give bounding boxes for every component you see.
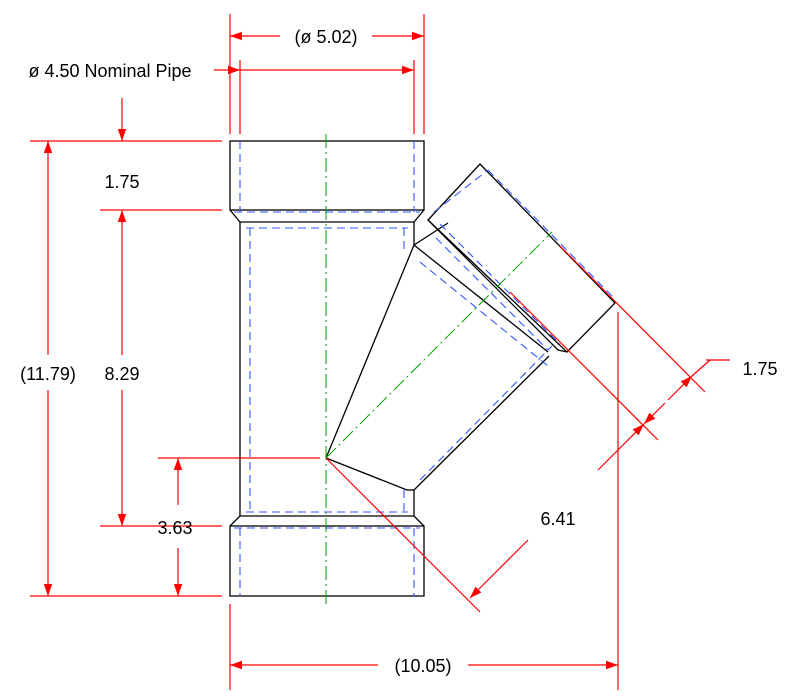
branch-offset-label: 3.63 [157,518,192,538]
total-height-label: (11.79) [20,364,76,384]
total-width-label: (10.05) [394,656,451,676]
branch-socket [427,163,616,353]
branch-lower-wall [413,355,550,491]
top-chamfer [229,209,425,223]
outer-diameter-label: (ø 5.02) [294,27,357,47]
branch-length-dim-upper [597,423,645,471]
dimension-labels: (ø 5.02) ø 4.50 Nominal Pipe 1.75 (11.79… [20,27,777,676]
branch-socket-label: 1.75 [742,359,777,379]
bottom-socket [229,525,425,597]
branch-socket-dim-b [667,375,693,401]
branch-socket-chamfer [427,219,568,353]
bottom-chamfer [229,515,425,527]
branch-inner-edge [413,244,549,353]
branch-length-label: 6.41 [540,509,575,529]
dimension-lines [30,14,730,690]
inner-length-label: 8.29 [104,364,139,384]
crotch-lower-line [325,457,408,491]
hidden-lines [234,141,613,596]
crotch-top-closure [406,244,415,263]
top-socket [229,140,425,211]
socket-depth-top-label: 1.75 [104,172,139,192]
branch-centerline [325,231,553,459]
branch-length-dim-lower [469,539,529,599]
centerlines [325,134,553,604]
branch-socket-dim-a [643,402,666,425]
nominal-pipe-label: ø 4.50 Nominal Pipe [28,61,191,81]
fitting-outline [229,140,616,597]
crotch-upper-line [325,261,408,459]
